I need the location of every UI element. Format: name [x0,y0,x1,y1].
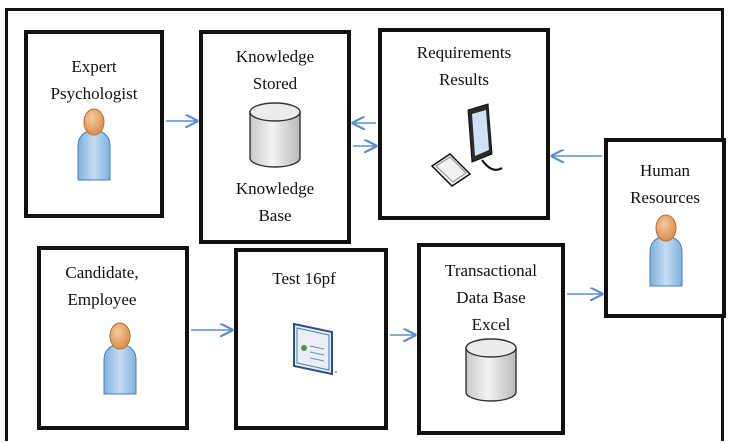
expert-label-line2: Psychologist [50,84,138,103]
knowledge-label-line4: Base [258,206,292,225]
candidate-label-line2: Employee [67,290,137,309]
knowledge-label-line3: Knowledge [235,179,315,198]
person-icon [103,322,137,395]
candidate-label-line1: Candidate, [65,263,139,282]
database-icon [249,102,301,168]
transactional-label-line2: Data Base [456,288,526,307]
certificate-icon [293,322,337,376]
expert-label-line1: Expert [71,57,117,76]
person-icon [649,214,683,287]
transactional-label-line3: Excel [471,315,511,334]
requirements-label-line1: Requirements [416,43,512,62]
computer-icon [430,103,503,187]
test-label-line1: Test 16pf [272,269,336,288]
requirements-results-box [378,28,550,220]
hr-label-line1: Human [639,161,691,180]
transactional-label-line1: Transactional [445,261,537,280]
hr-label-line2: Resources [630,188,700,207]
database-icon [465,338,517,402]
knowledge-label-line1: Knowledge [235,47,315,66]
person-icon [77,108,111,181]
test-16pf-box [234,248,388,430]
knowledge-label-line2: Stored [252,74,298,93]
requirements-label-line2: Results [438,70,490,89]
